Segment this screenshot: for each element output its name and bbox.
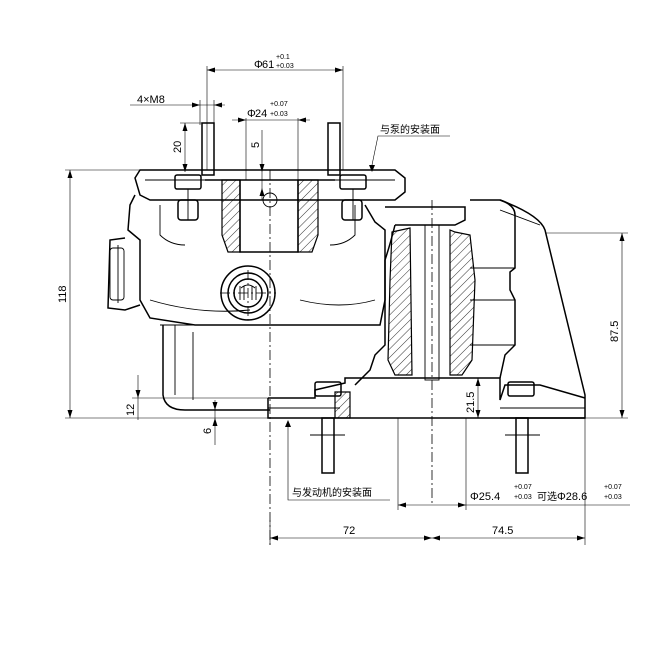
- engine-mount-text: 与发动机的安装面: [292, 486, 372, 499]
- shaft-tower: [354, 199, 586, 505]
- flange-6-label: 6: [202, 428, 214, 434]
- bore-top-symbol: Φ: [254, 59, 263, 71]
- base-flange: [267, 377, 586, 419]
- top-studs: [201, 122, 341, 176]
- bore-inner-symbol: Φ: [247, 108, 256, 120]
- dim-bore-inner: Φ 24 +0.07 +0.03: [232, 101, 310, 180]
- dim-stud-height: 20: [172, 122, 204, 172]
- note-engine-mount: 与发动机的安装面: [285, 420, 390, 501]
- shaft-dia-upper-a: +0.07: [514, 484, 532, 491]
- shaft-dia-lower-b: +0.03: [604, 494, 622, 501]
- shaft-dia-connector: 可选: [537, 490, 557, 503]
- dim-flange-6: 6: [202, 400, 268, 445]
- shaft-dia-upper-b: +0.07: [604, 484, 622, 491]
- dim-overall-height: 118: [57, 169, 270, 419]
- bore-inner-upper: +0.07: [270, 101, 288, 108]
- shaft-21-5-label: 21.5: [465, 392, 477, 413]
- gearbox-body: [107, 169, 406, 411]
- flange-12-label: 12: [125, 404, 137, 416]
- bore-top-lower: +0.03: [276, 63, 294, 70]
- dim-shaft-diameter: Φ25.4 +0.07 +0.03 可选 Φ28.6 +0.07 +0.03: [397, 418, 630, 510]
- left-72-label: 72: [343, 525, 355, 537]
- center-hub-section: [205, 179, 335, 253]
- dim-thread: 4×M8: [130, 94, 225, 125]
- dim-right-height: 87.5: [545, 232, 628, 419]
- pump-mount-text: 与泵的安装面: [380, 123, 440, 136]
- bore-inner-lower: +0.03: [270, 111, 288, 118]
- shaft-dia-value-a: Φ25.4: [470, 491, 500, 503]
- right-height-label: 87.5: [609, 321, 621, 342]
- bottom-studs: [310, 417, 540, 474]
- note-pump-mount: 与泵的安装面: [369, 123, 450, 172]
- shaft-dia-value-b: Φ28.6: [557, 491, 587, 503]
- stud-height-label: 20: [172, 141, 184, 153]
- offset-5-label: 5: [250, 142, 262, 148]
- dim-shaft-21-5: 21.5: [465, 378, 481, 418]
- dim-bore-top: Φ 61 +0.1 +0.03: [206, 54, 344, 170]
- overall-height-label: 118: [57, 285, 69, 303]
- dim-offset-5: 5: [250, 130, 275, 200]
- bore-top-value: 61: [262, 59, 274, 71]
- bore-top-upper: +0.1: [276, 54, 290, 61]
- right-74-5-label: 74.5: [492, 525, 513, 537]
- dim-flange-12: 12: [125, 375, 268, 420]
- shaft-dia-lower-a: +0.03: [514, 494, 532, 501]
- bore-inner-value: 24: [255, 108, 267, 120]
- centerlines: [220, 170, 276, 545]
- thread-label: 4×M8: [137, 94, 165, 106]
- dim-bottom-widths: 72 74.5: [269, 418, 586, 545]
- top-bolts: [174, 174, 367, 221]
